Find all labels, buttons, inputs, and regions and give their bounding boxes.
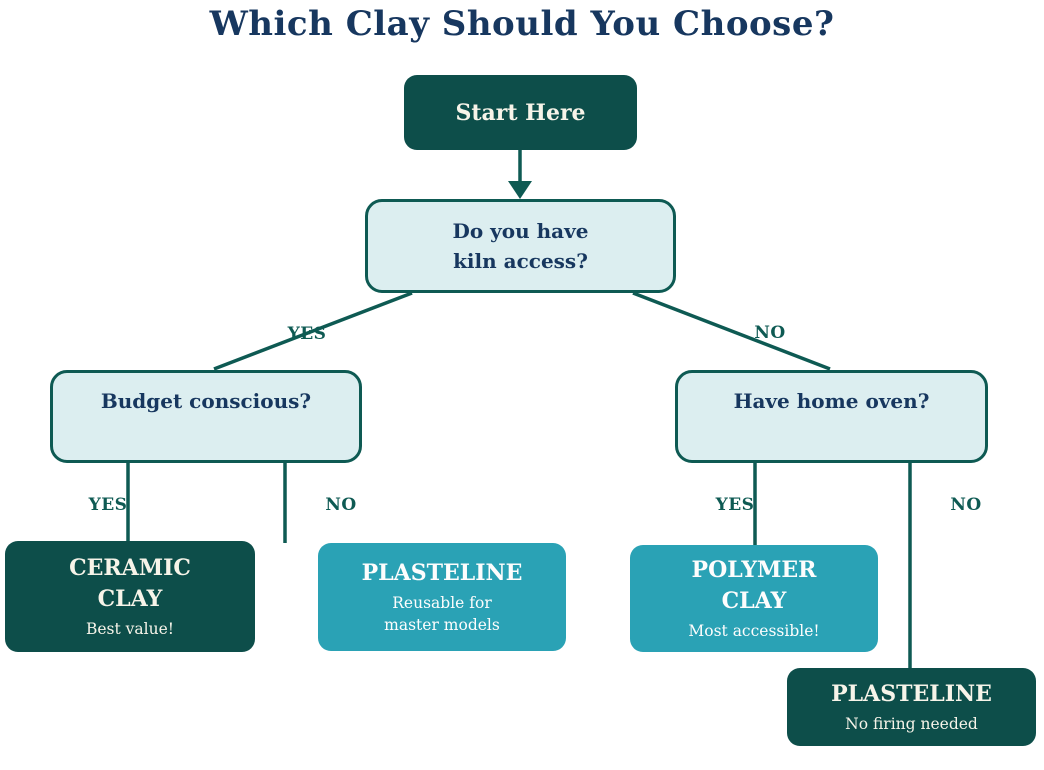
ceramic-clay-result-node: CERAMIC CLAY Best value! [5, 541, 255, 652]
budget-question-label: Budget conscious? [100, 389, 312, 413]
edge-kiln-no-line [632, 291, 831, 371]
polymer-clay-note: Most accessible! [688, 622, 820, 640]
oven-no-label: NO [950, 495, 982, 515]
budget-question-node: Budget conscious? [50, 370, 362, 463]
arrowhead-down-icon [508, 181, 532, 199]
oven-yes-label: YES [715, 495, 755, 515]
plasteline-master-note-line2: master models [384, 616, 500, 634]
oven-question-node: Have home oven? [675, 370, 988, 463]
kiln-yes-label: YES [287, 324, 327, 344]
plasteline-nofiring-result-node: PLASTELINE No firing needed [787, 668, 1036, 746]
budget-yes-label: YES [88, 495, 128, 515]
polymer-clay-result-node: POLYMER CLAY Most accessible! [630, 545, 878, 652]
start-node: Start Here [404, 75, 637, 150]
ceramic-clay-name-line2: CLAY [97, 586, 163, 612]
budget-no-label: NO [325, 495, 357, 515]
kiln-question-line2: kiln access? [453, 249, 588, 273]
oven-question-label: Have home oven? [733, 389, 930, 413]
ceramic-clay-name-line1: CERAMIC [69, 555, 191, 581]
polymer-clay-name-line2: CLAY [721, 588, 787, 614]
kiln-question-node: Do you have kiln access? [365, 199, 676, 293]
kiln-question-line1: Do you have [452, 219, 589, 243]
plasteline-nofiring-name: PLASTELINE [831, 681, 992, 707]
plasteline-master-result-node: PLASTELINE Reusable for master models [318, 543, 566, 651]
plasteline-nofiring-note: No firing needed [845, 715, 978, 733]
ceramic-clay-note: Best value! [85, 620, 174, 638]
plasteline-master-name: PLASTELINE [361, 560, 523, 586]
polymer-clay-name-line1: POLYMER [691, 557, 817, 583]
kiln-no-label: NO [754, 323, 786, 343]
start-node-label: Start Here [455, 99, 586, 126]
plasteline-master-note-line1: Reusable for [392, 594, 492, 612]
page-title: Which Clay Should You Choose? [209, 4, 835, 44]
